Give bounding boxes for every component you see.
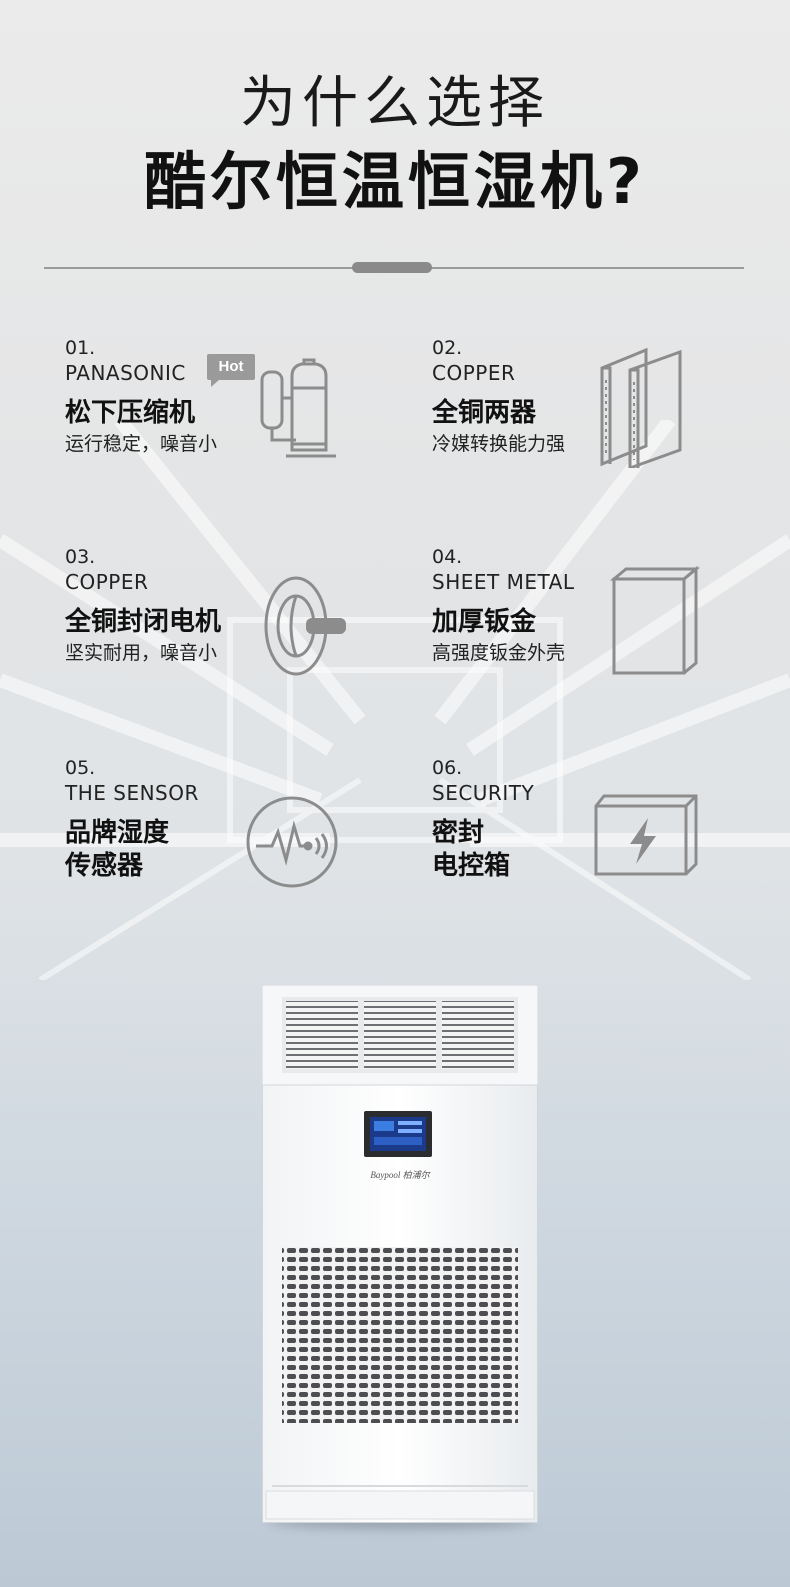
feature-compressor: 01. PANASONIC Hot 松下压缩机 运行稳定，噪音小 (65, 336, 405, 496)
feature-english-label: SECURITY (432, 781, 535, 805)
feature-title-line1: 密封 (432, 818, 485, 848)
heat-exchanger-icon (600, 347, 682, 468)
feature-motor: 03. COPPER 全铜封闭电机 坚实耐用，噪音小 (65, 545, 405, 705)
feature-description: 坚实耐用，噪音小 (65, 642, 218, 664)
feature-title-line1: 品牌湿度 (65, 818, 170, 848)
feature-title: 全铜两器 (432, 398, 537, 428)
feature-english-label: THE SENSOR (65, 781, 199, 805)
feature-heat-exchanger: 02. COPPER 全铜两器 冷媒转换能力强 (432, 336, 772, 496)
header: 为什么选择 酷尔恒温恒湿机? (0, 68, 790, 222)
feature-number: 05. (65, 757, 96, 779)
motor-icon (264, 576, 346, 676)
feature-title: 松下压缩机 (65, 398, 196, 428)
product-brand-label: Baypool 柏浦尔 (370, 1170, 431, 1180)
feature-sensor: 05. THE SENSOR 品牌湿度 传感器 (65, 756, 405, 916)
feature-number: 03. (65, 546, 96, 568)
feature-number: 04. (432, 546, 463, 568)
feature-english-label: SHEET METAL (432, 570, 575, 594)
feature-number: 06. (432, 757, 463, 779)
background-tunnel-rays (0, 420, 790, 980)
feature-english-label: COPPER (65, 570, 149, 594)
feature-description: 冷媒转换能力强 (432, 433, 566, 455)
sheet-metal-box-icon (610, 565, 701, 675)
page-subtitle: 为什么选择 (240, 71, 550, 136)
feature-english-label: COPPER (432, 361, 516, 385)
electric-box-icon (594, 794, 698, 876)
feature-title-line2: 传感器 (65, 851, 144, 881)
feature-sheet-metal: 04. SHEET METAL 加厚钣金 高强度钣金外壳 (432, 545, 772, 705)
feature-number: 01. (65, 337, 96, 359)
feature-description: 高强度钣金外壳 (432, 642, 566, 664)
feature-description: 运行稳定，噪音小 (65, 433, 218, 455)
feature-title-line2: 电控箱 (432, 851, 511, 881)
feature-electric-box: 06. SECURITY 密封 电控箱 (432, 756, 772, 916)
sensor-icon (246, 796, 338, 888)
feature-title: 全铜封闭电机 (65, 607, 222, 637)
product-image-dehumidifier: Baypool 柏浦尔 (262, 985, 538, 1523)
feature-title: 加厚钣金 (432, 607, 537, 637)
feature-english-label: PANASONIC (65, 361, 186, 385)
page-title: 酷尔恒温恒湿机? (144, 145, 646, 218)
feature-number: 02. (432, 337, 463, 359)
divider-pill (352, 262, 432, 273)
hot-badge: Hot (207, 354, 255, 387)
compressor-icon (260, 358, 336, 458)
